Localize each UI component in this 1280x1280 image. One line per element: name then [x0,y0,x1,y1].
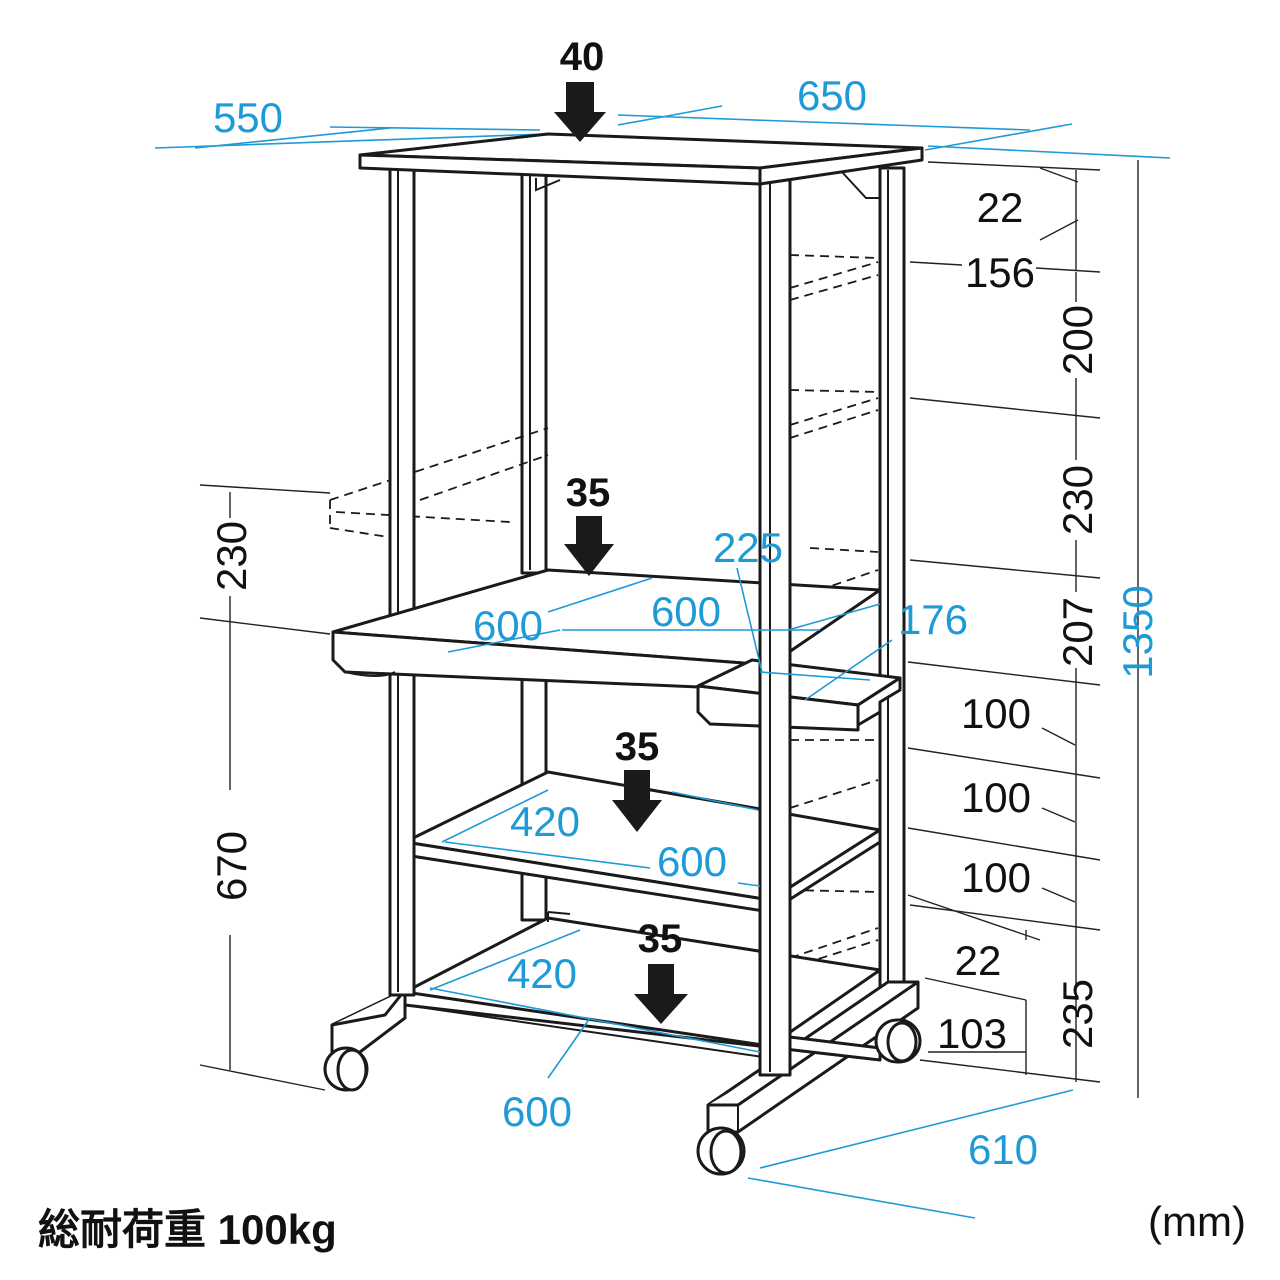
dim-pitch-2: 100 [961,774,1031,821]
dim-base-depth: 610 [968,1126,1038,1173]
dim-bottom-gap: 235 [1054,979,1101,1049]
dim-shelf-thickness: 22 [955,937,1002,984]
load-arrow-bottom [634,964,688,1024]
slide-shelf [696,658,902,732]
dim-desk-width: 600 [651,588,721,635]
caster-rear-right [874,1018,922,1064]
load-arrow-middle [564,516,614,576]
top-dimension-lines [154,105,1171,159]
dim-top-width: 650 [797,72,867,119]
dim-left-lower: 670 [208,831,255,901]
dim-middle-gap: 230 [1054,465,1101,535]
dim-upper-gap: 200 [1054,305,1101,375]
dim-desk-gap: 207 [1054,597,1101,667]
dim-total-height: 1350 [1114,585,1161,678]
desk-shelf [331,568,882,692]
unit-label: (mm) [1148,1198,1246,1245]
load-label-lower: 35 [615,725,660,769]
black-dimension-lines [199,160,1139,1098]
dim-slide-width: 225 [713,524,783,571]
load-label-middle: 35 [566,471,611,515]
dim-lower-depth: 420 [510,798,580,845]
dim-pitch-1: 100 [961,690,1031,737]
front-left-upper-post [388,166,416,625]
dim-slide-depth: 176 [898,596,968,643]
dim-desk-depth: 600 [473,602,543,649]
dim-lower-width: 600 [657,838,727,885]
dim-upper-pitch: 156 [965,249,1035,296]
load-arrow-top [554,82,606,142]
load-arrow-lower [612,770,662,832]
dim-bottom-width: 600 [502,1088,572,1135]
caster-front-left [323,1046,369,1092]
blue-dimension-lines [429,567,1074,1219]
load-label-bottom: 35 [638,917,683,961]
dim-top-thickness: 22 [977,184,1024,231]
front-right-post [758,178,792,1077]
dim-bottom-depth: 420 [507,950,577,997]
dim-pitch-3: 100 [961,854,1031,901]
dim-floor-clearance: 103 [937,1010,1007,1057]
dim-top-depth: 550 [213,94,283,141]
top-plate [358,132,924,199]
load-label-top: 40 [560,35,605,79]
caster-front-right [696,1126,746,1176]
dim-left-upper: 230 [208,521,255,591]
front-left-lower-post [388,663,416,997]
total-load-caption: 総耐荷重 100kg [38,1206,337,1253]
